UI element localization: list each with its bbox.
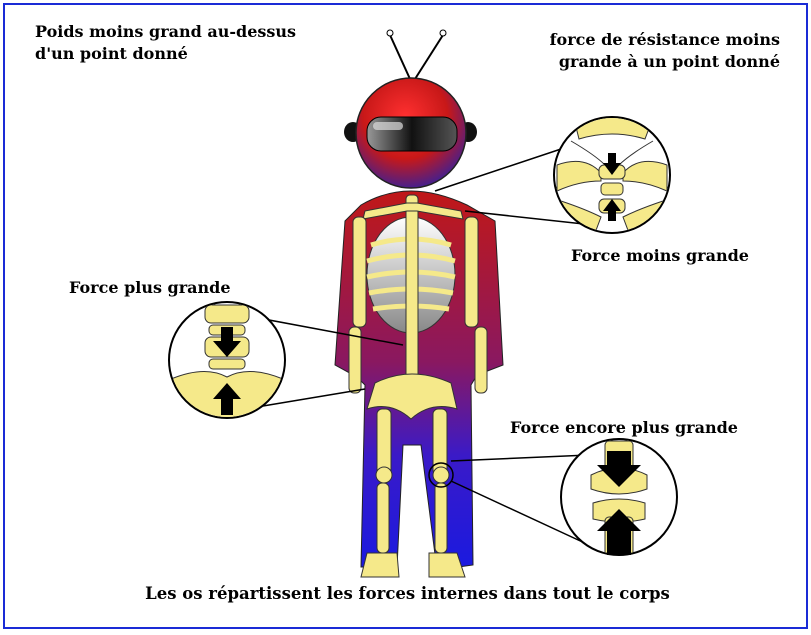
antenna-icon [387,30,446,79]
zoom-circle-lumbar [169,302,285,425]
label-top-left-line1: Poids moins grand au-dessus [35,21,296,43]
label-top-right: force de résistance moins grande à un po… [550,29,780,73]
label-top-left: Poids moins grand au-dessus d'un point d… [35,21,296,65]
zoom-circle-knee [561,439,677,561]
helmet-head [344,78,477,188]
label-top-right-line2: grande à un point donné [550,51,780,73]
label-force-encore-plus-grande: Force encore plus grande [510,417,738,439]
label-top-right-line1: force de résistance moins [550,29,780,51]
label-top-left-line2: d'un point donné [35,43,296,65]
zoom-circle-neck [554,116,670,233]
caption: Les os répartissent les forces internes … [5,583,810,605]
label-force-plus-grande: Force plus grande [69,277,231,299]
diagram-frame: Poids moins grand au-dessus d'un point d… [3,3,808,629]
skeleton-figure [5,5,810,631]
label-force-moins-grande: Force moins grande [571,245,749,267]
